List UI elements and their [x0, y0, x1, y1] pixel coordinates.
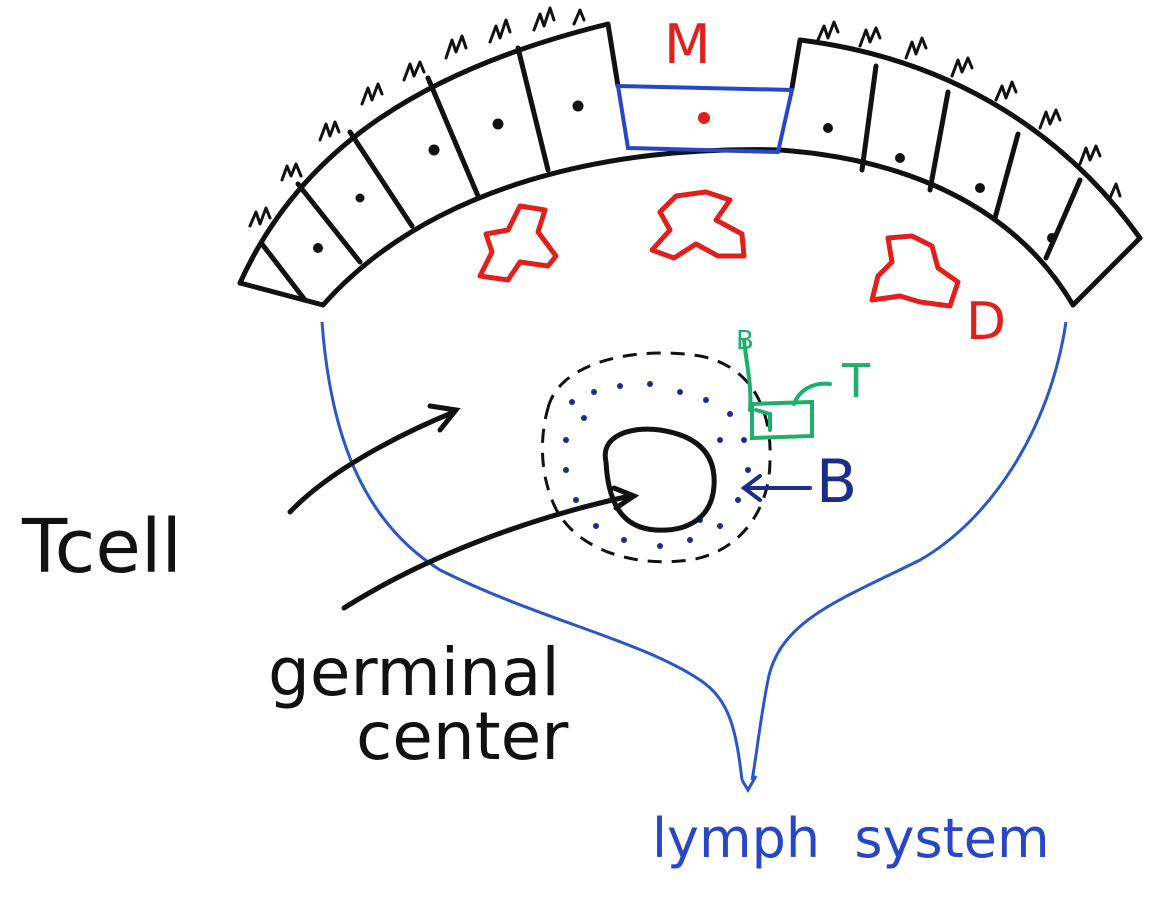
b-cell-dot [593, 523, 599, 529]
germinal-arrow-head [611, 485, 640, 511]
epithelium-layer [237, 6, 1143, 308]
epithelium-left-edge [237, 280, 326, 308]
germinal-center-group [540, 351, 772, 564]
b-cell-dot [581, 415, 587, 421]
cell-divider [927, 89, 951, 193]
label-lymph-system: lymph system [652, 807, 1050, 870]
b-cell-dot [657, 543, 663, 549]
corona-dashed-outline [540, 351, 772, 564]
label-t-small: T [842, 354, 871, 408]
b-cell-dot [591, 389, 597, 395]
b-cell-dot [621, 537, 627, 543]
tb-interaction [742, 338, 832, 441]
follicle-left-wall [320, 321, 744, 781]
tcell-arrow-head [427, 403, 461, 433]
nucleus-dot [492, 118, 504, 130]
b-cell-dot [687, 537, 693, 543]
label-germinal: germinal [268, 634, 560, 711]
cell-divider [259, 241, 308, 303]
b-cell-dot [563, 467, 569, 473]
epithelium-right-edge [1070, 235, 1143, 308]
nucleus-dot [895, 153, 905, 163]
m-cell-nucleus [698, 112, 710, 124]
label-dendritic-cell: D [966, 292, 1007, 352]
b-cell-dot [735, 497, 741, 503]
b-cell-dot [745, 467, 751, 473]
b-arrow [740, 474, 812, 502]
m-cell-outline [615, 83, 795, 155]
cell-divider [425, 75, 481, 199]
b-arrow-head [740, 474, 762, 502]
b-cell-dot [703, 397, 709, 403]
microvilli-left [248, 6, 586, 228]
t-cell-process [792, 381, 832, 406]
b-cell-dot [563, 437, 569, 443]
nucleus-dot [572, 100, 584, 112]
follicle-right-wall [750, 321, 1068, 781]
b-cell-dot [741, 437, 747, 443]
dendritic-cell-right [869, 233, 961, 309]
contact-zone [754, 408, 772, 432]
b-cell-dots [563, 381, 751, 549]
label-m-cell: M [664, 13, 711, 76]
b-cell-dot [647, 381, 653, 387]
label-b-cell: B [816, 447, 858, 517]
nucleus-dot [313, 243, 323, 253]
b-cell-dot [569, 399, 575, 405]
follicle-outline [320, 321, 1068, 793]
cell-divider [515, 45, 551, 173]
dendritic-cells [477, 189, 961, 309]
cell-divider [992, 131, 1021, 221]
b-cell-dot [617, 383, 623, 389]
tcell-arrow [287, 403, 461, 515]
cell-divider [347, 129, 415, 229]
microvilli-right [816, 20, 1122, 200]
nucleus-dot [355, 193, 365, 203]
epithelium-outer-right [789, 37, 1143, 241]
germinal-center-circle [602, 426, 717, 533]
label-center: center [356, 698, 569, 775]
b-cell-dot [727, 411, 733, 417]
b-cell-dot [717, 523, 723, 529]
cell-divider [295, 181, 363, 265]
b-cell-dot [573, 497, 579, 503]
cell-divider [1043, 177, 1083, 261]
nucleus-dot [1047, 233, 1057, 243]
m-cell [615, 83, 795, 155]
germinal-arrow [341, 485, 640, 611]
nucleus-dot [823, 123, 833, 133]
cell-divider [859, 63, 879, 173]
label-t-cell: Tcell [22, 504, 182, 590]
dendritic-cell-center [649, 189, 747, 261]
epithelium-inner-arc [320, 147, 1076, 308]
t-cell-box [750, 399, 814, 441]
dendritic-cell-left [477, 203, 559, 283]
nucleus-dot [428, 144, 440, 156]
lymph-arrow-head [740, 775, 758, 793]
label-b-small: B [736, 326, 754, 356]
nucleus-dot [975, 183, 985, 193]
b-cell-dot [677, 389, 683, 395]
epithelium-outer-left [237, 21, 621, 286]
tcell-arrow-shaft [287, 409, 457, 515]
b-cell-dot [717, 437, 723, 443]
germinal-arrow-shaft [341, 493, 633, 611]
